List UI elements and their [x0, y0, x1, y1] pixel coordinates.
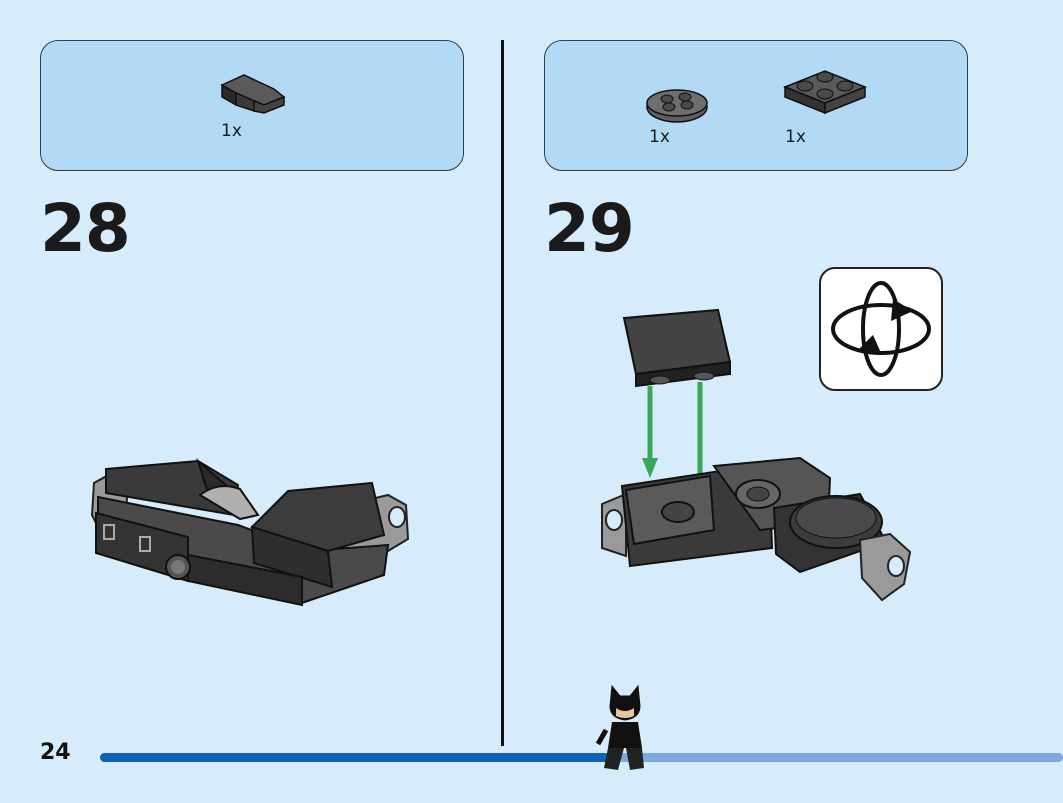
step-number-29: 29	[544, 190, 635, 267]
plate-2x2-dark-gray-icon	[782, 70, 868, 115]
page-number: 24	[40, 740, 71, 765]
build-model-step-29	[601, 308, 912, 602]
rotate-model-icon	[819, 267, 943, 391]
round-plate-dark-gray-icon	[646, 89, 708, 123]
parts-callout-step-28: 1x	[40, 40, 464, 171]
page-divider	[501, 40, 504, 746]
part-quantity: 1x	[649, 127, 670, 147]
progress-bar-fill	[100, 753, 611, 762]
build-model-step-28	[90, 457, 410, 607]
slope-brick-dark-gray-icon	[220, 74, 286, 114]
parts-callout-step-29: 1x 1x	[544, 40, 968, 171]
progress-bar	[100, 753, 1063, 762]
part-quantity: 1x	[221, 121, 242, 141]
minifigure-progress-icon	[595, 684, 644, 770]
step-number-28: 28	[40, 190, 131, 267]
part-quantity: 1x	[785, 127, 806, 147]
